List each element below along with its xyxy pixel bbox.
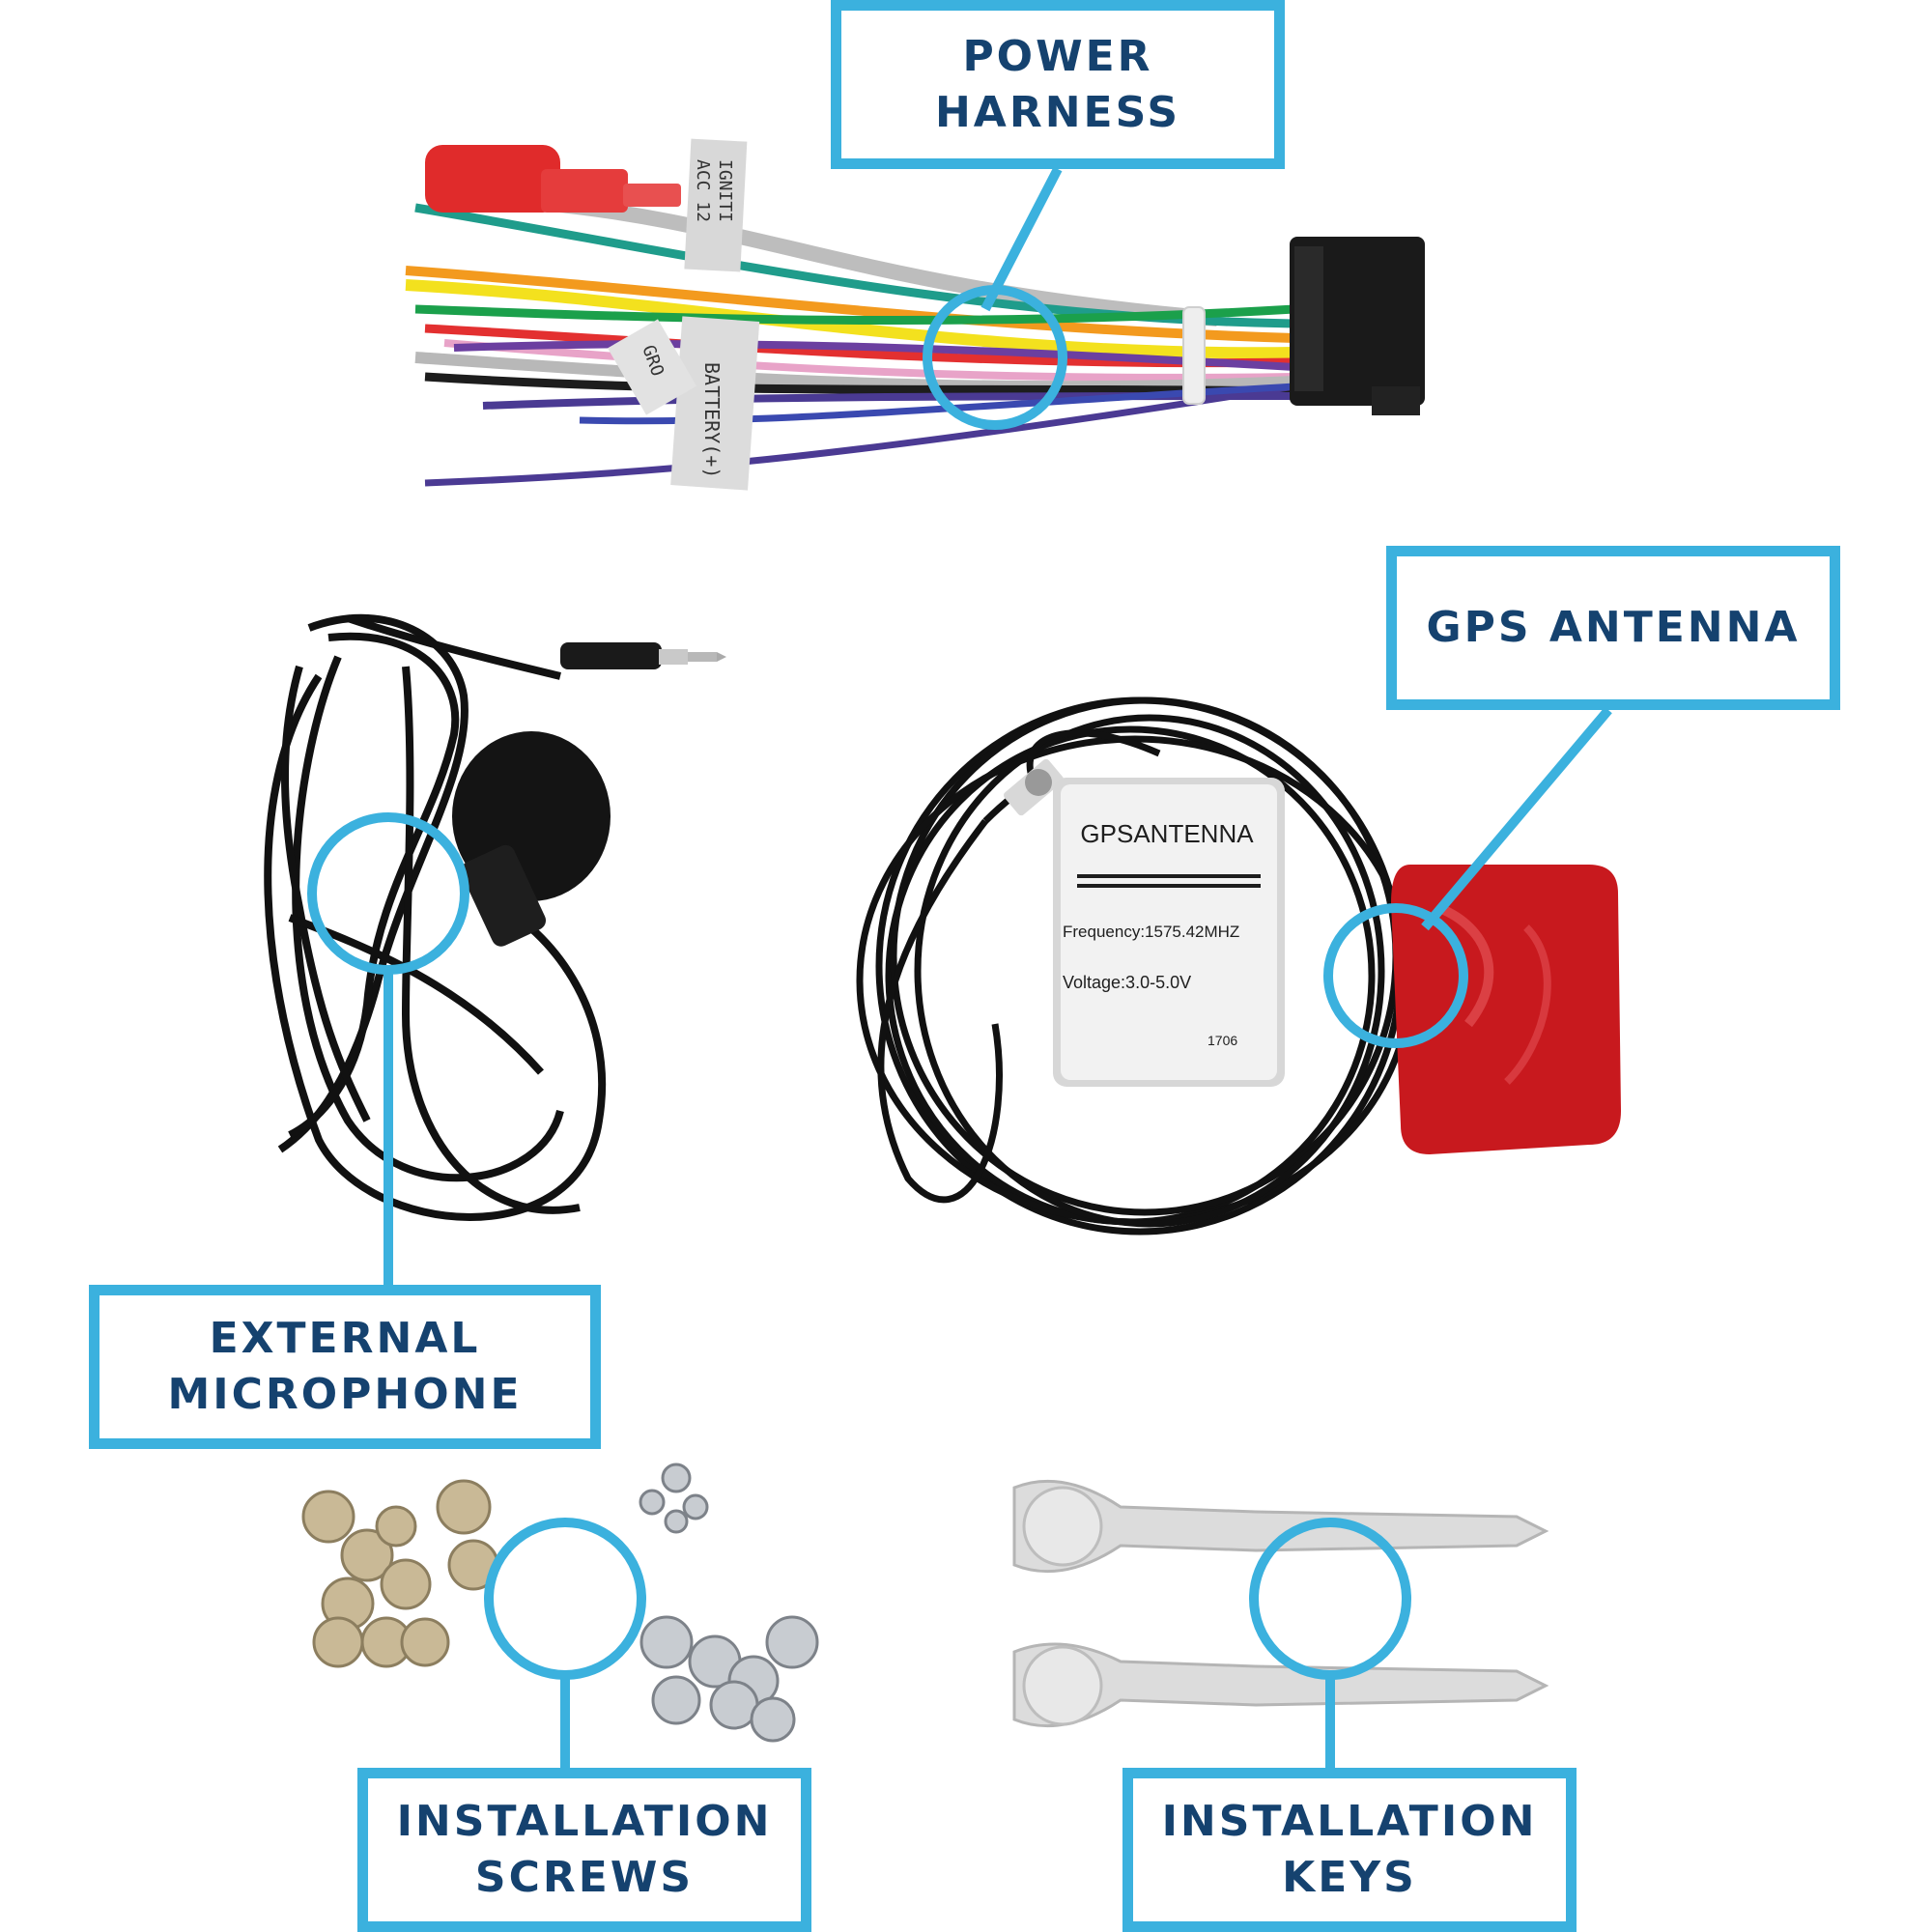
power-harness-line2: HARNESS <box>934 87 1181 137</box>
installation-screws-label: INSTALLATION SCREWS <box>357 1768 811 1932</box>
gps-antenna-label: GPS ANTENNA <box>1386 546 1840 710</box>
external-microphone-line2: MICROPHONE <box>167 1370 523 1419</box>
ignition-tag-text: IGNITI <box>715 159 735 222</box>
external-microphone-label: EXTERNAL MICROPHONE <box>89 1285 601 1449</box>
gps-voltage-text: Voltage:3.0-5.0V <box>1063 973 1191 992</box>
gps-frequency-text: Frequency:1575.42MHZ <box>1063 923 1239 941</box>
gps-code-text: 1706 <box>1208 1033 1237 1048</box>
installation-keys-line2: KEYS <box>1282 1853 1417 1902</box>
installation-keys <box>1012 1479 1549 1728</box>
external-microphone-line1: EXTERNAL <box>209 1314 481 1363</box>
installation-screws-line2: SCREWS <box>474 1853 695 1902</box>
power-harness-label: POWER HARNESS <box>831 0 1285 169</box>
microphone-head <box>452 642 726 947</box>
installation-keys-label: INSTALLATION KEYS <box>1122 1768 1577 1932</box>
battery-tag-text: BATTERY(+) <box>700 362 724 478</box>
installation-screws <box>301 1463 819 1743</box>
installation-keys-line1: INSTALLATION <box>1161 1797 1538 1846</box>
external-microphone <box>264 613 607 1221</box>
callout-connectors <box>307 166 1612 1773</box>
power-harness-line1: POWER <box>962 31 1153 81</box>
gps-antenna-line1: GPS ANTENNA <box>1426 603 1801 652</box>
installation-screws-line1: INSTALLATION <box>396 1797 773 1846</box>
power-harness: IGNITI ACC 12 BATTERY(+) GRO <box>405 138 1425 491</box>
gps-antenna-module: GPSANTENNA Frequency:1575.42MHZ Voltage:… <box>1053 778 1285 1087</box>
gps-adhesive-pad <box>1391 865 1621 1154</box>
acc-tag-text: ACC 12 <box>693 159 713 222</box>
gps-connector <box>1004 758 1064 816</box>
gps-module-title: GPSANTENNA <box>1080 819 1254 848</box>
